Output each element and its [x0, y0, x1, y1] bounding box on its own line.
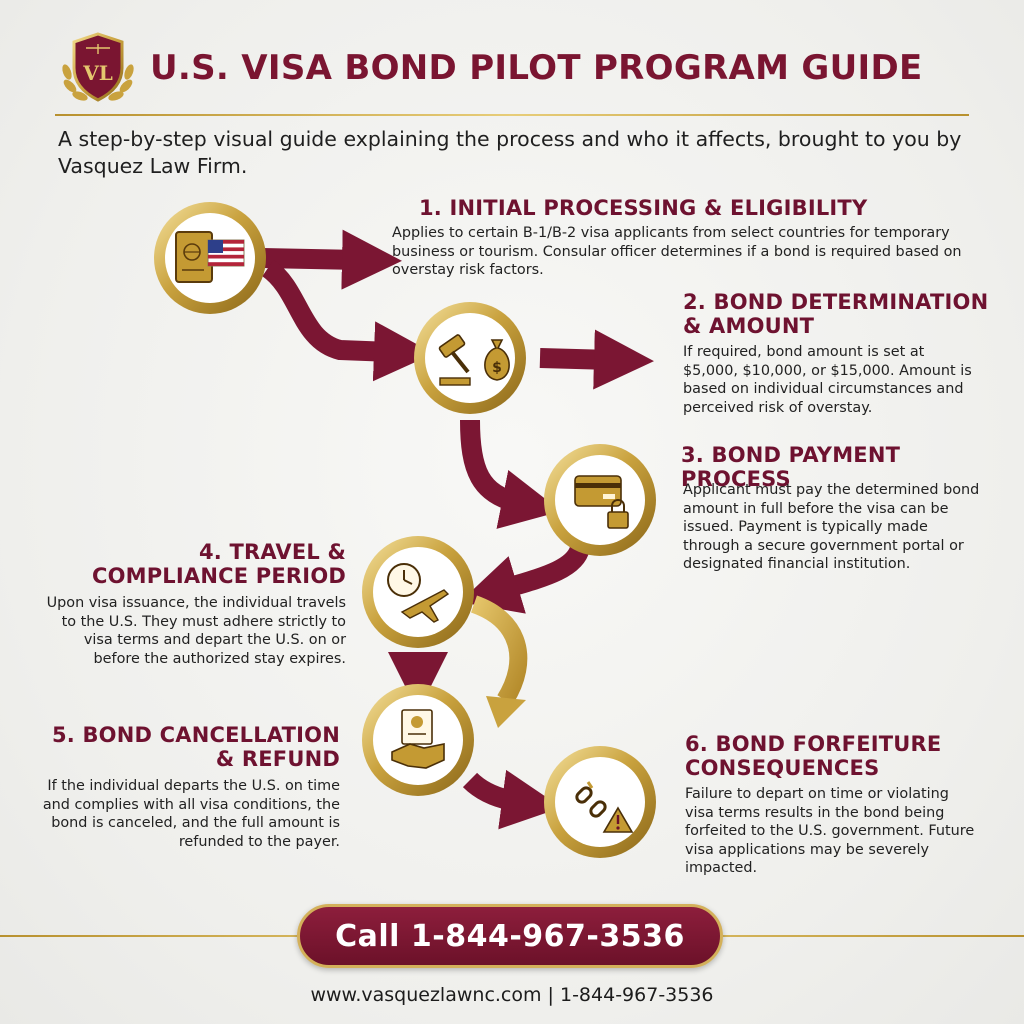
step-2-circle: $ [414, 302, 526, 414]
page-subtitle: A step-by-step visual guide explaining t… [58, 127, 962, 178]
shield-icon [72, 32, 124, 102]
header-divider [55, 114, 969, 116]
arrow-step5-to-step6 [462, 769, 562, 830]
step-3-title: 3. BOND PAYMENT PROCESS [681, 443, 901, 491]
gold-branch-arrow [470, 595, 528, 705]
step-5-description: If the individual departs the U.S. on ti… [42, 778, 340, 850]
step-1-title: 1. INITIAL PROCESSING & ELIGIBILITY [419, 196, 868, 220]
arrow-step2-to-text [539, 329, 654, 390]
step-5-title: 5. BOND CANCELLATION & REFUND [51, 723, 340, 771]
step-4-circle [362, 536, 474, 648]
gavel-icon [438, 334, 471, 386]
call-button-label: Call 1-844-967-3536 [335, 918, 685, 954]
step-2-title: 2. BOND DETERMINATION & AMOUNT [683, 290, 989, 338]
step-3-description: Applicant must pay the determined bond a… [683, 482, 980, 572]
us-flag-icon [207, 239, 245, 267]
arrow-step1-to-step2 [261, 259, 434, 382]
step-6-description: Failure to depart on time or violating v… [685, 786, 975, 876]
warning-icon [602, 806, 634, 833]
step-4-title: 4. TRAVEL & COMPLIANCE PERIOD [91, 540, 346, 588]
step-2-description: If required, bond amount is set at $5,00… [683, 344, 972, 416]
padlock-icon [607, 499, 629, 529]
broken-chain-icon [575, 781, 607, 818]
step-1-circle [154, 202, 266, 314]
clock-icon [387, 563, 421, 597]
logo-monogram: VL [82, 61, 113, 85]
step-6-title: 6. BOND FORFEITURE CONSEQUENCES [685, 732, 942, 780]
footer-contact: www.vasquezlawnc.com | 1-844-967-3536 [310, 984, 714, 1006]
step-5-circle [362, 684, 474, 796]
step-6-circle [544, 746, 656, 858]
gold-branch-arrowhead [486, 696, 526, 728]
arrow-step1-to-text [261, 229, 402, 290]
step-4-description: Upon visa issuance, the individual trave… [46, 595, 346, 667]
laurel-wreath-icon [62, 64, 134, 101]
credit-card-icon [574, 475, 622, 507]
arrow-step2-to-step3 [460, 419, 562, 529]
airplane-icon [400, 589, 450, 623]
document-check-icon [401, 709, 433, 745]
step-1-description: Applies to certain B-1/B-2 visa applican… [392, 225, 962, 278]
passport-icon [175, 231, 213, 283]
call-button[interactable]: Call 1-844-967-3536 [297, 904, 723, 968]
arrow-step3-to-step4 [459, 544, 590, 614]
handshake-icon [391, 743, 445, 769]
vasquez-law-logo: VL [62, 32, 134, 102]
step-3-circle [544, 444, 656, 556]
page-title: U.S. VISA BOND PILOT PROGRAM GUIDE [150, 48, 923, 88]
scales-of-justice-icon [86, 44, 110, 54]
money-bag-icon: $ [484, 339, 510, 381]
svg-text:$: $ [492, 360, 502, 376]
